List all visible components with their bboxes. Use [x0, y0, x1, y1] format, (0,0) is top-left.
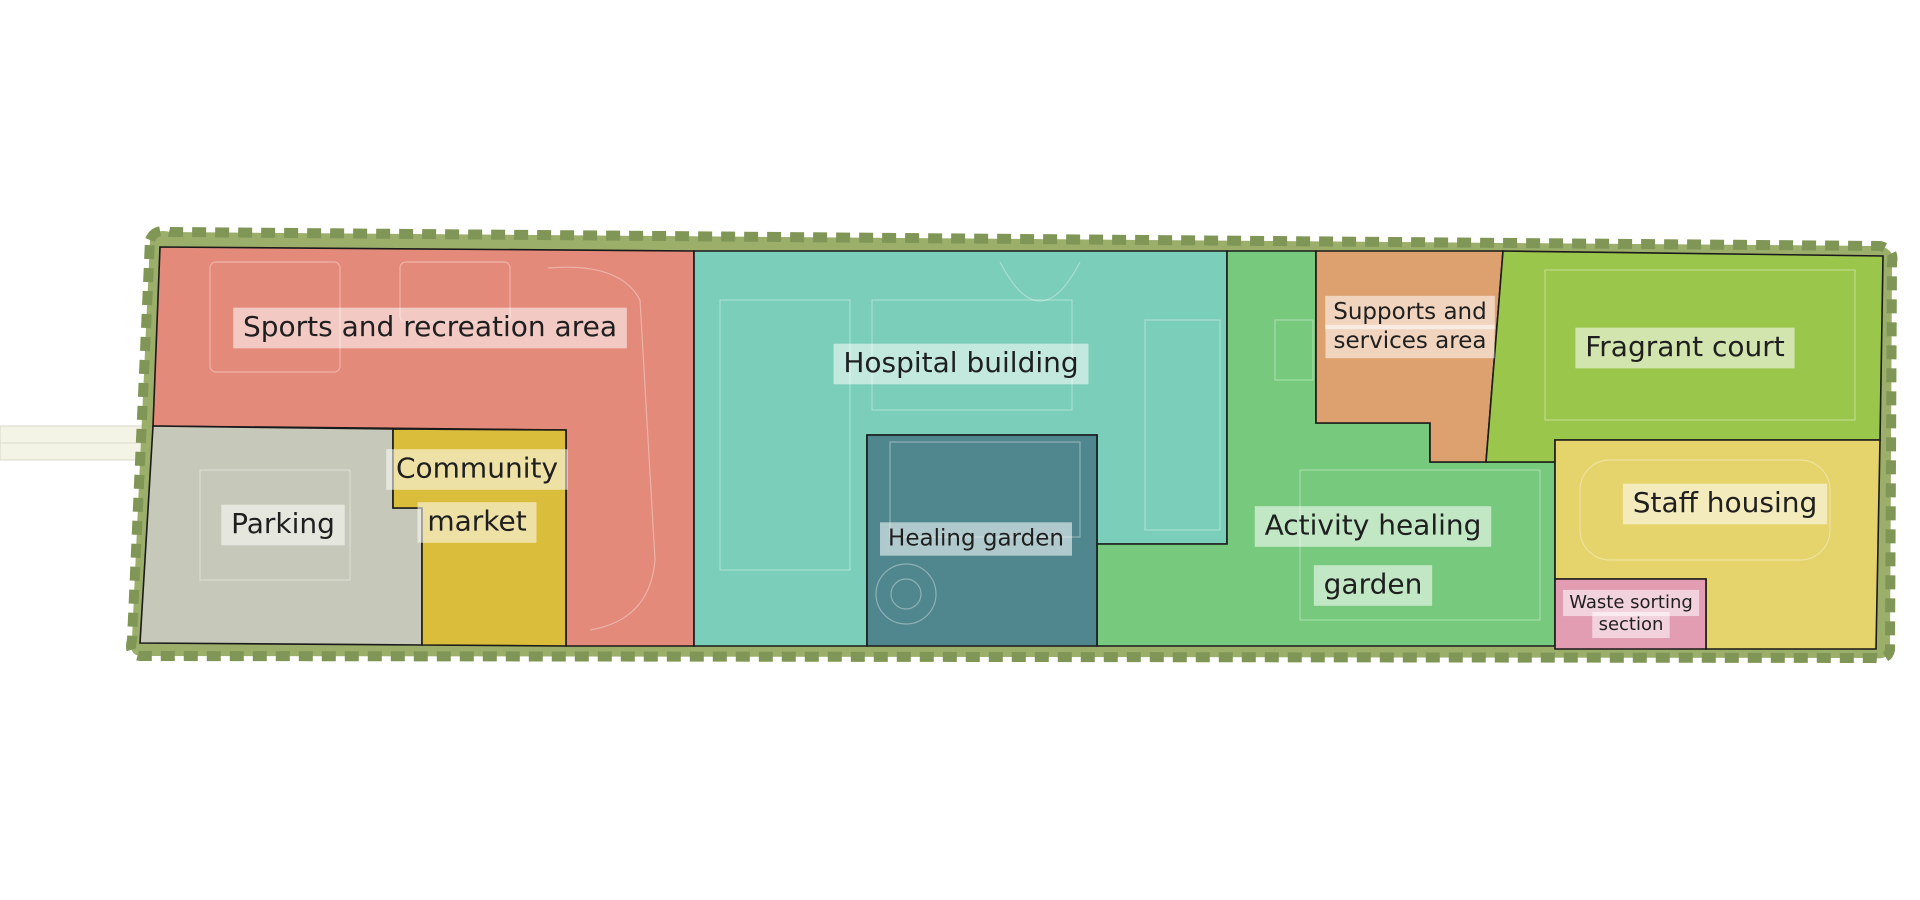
zone-label-background [833, 343, 1089, 385]
zone-label-market: Community [396, 452, 558, 485]
zone-label-background [233, 307, 627, 349]
zone-label-background [1562, 589, 1700, 617]
zone-label-supports: Supports and [1333, 299, 1487, 325]
zone-label-activity: garden [1324, 568, 1423, 601]
zone-label-staff: Staff housing [1633, 486, 1818, 519]
zone-shapes [139, 246, 1884, 650]
zone-label-parking: Parking [231, 507, 335, 540]
zone-label-background [880, 522, 1072, 556]
zone-label-activity: Activity healing [1265, 509, 1482, 542]
zone-label-market: market [427, 505, 526, 538]
zone-label-supports: services area [1334, 328, 1487, 354]
zone-label-background [1313, 565, 1433, 606]
zone-label-waste: Waste sorting [1569, 592, 1693, 613]
zone-label-background [1622, 483, 1828, 525]
zone-label-healing: Healing garden [888, 526, 1064, 552]
zone-label-background [221, 504, 345, 546]
zone-label-hospital: Hospital building [843, 346, 1078, 379]
zone-label-fragrant: Fragrant court [1585, 330, 1785, 363]
zone-label-background [1592, 611, 1670, 639]
zone-label-background [1325, 295, 1495, 330]
zone-label-background [1254, 506, 1492, 547]
zone-label-background [417, 502, 537, 543]
zone-label-sports: Sports and recreation area [243, 310, 617, 343]
zone-label-background [1575, 327, 1795, 369]
zone-label-background [1325, 324, 1495, 359]
zone-label-background [386, 449, 568, 490]
zone-label-waste: section [1599, 614, 1664, 635]
